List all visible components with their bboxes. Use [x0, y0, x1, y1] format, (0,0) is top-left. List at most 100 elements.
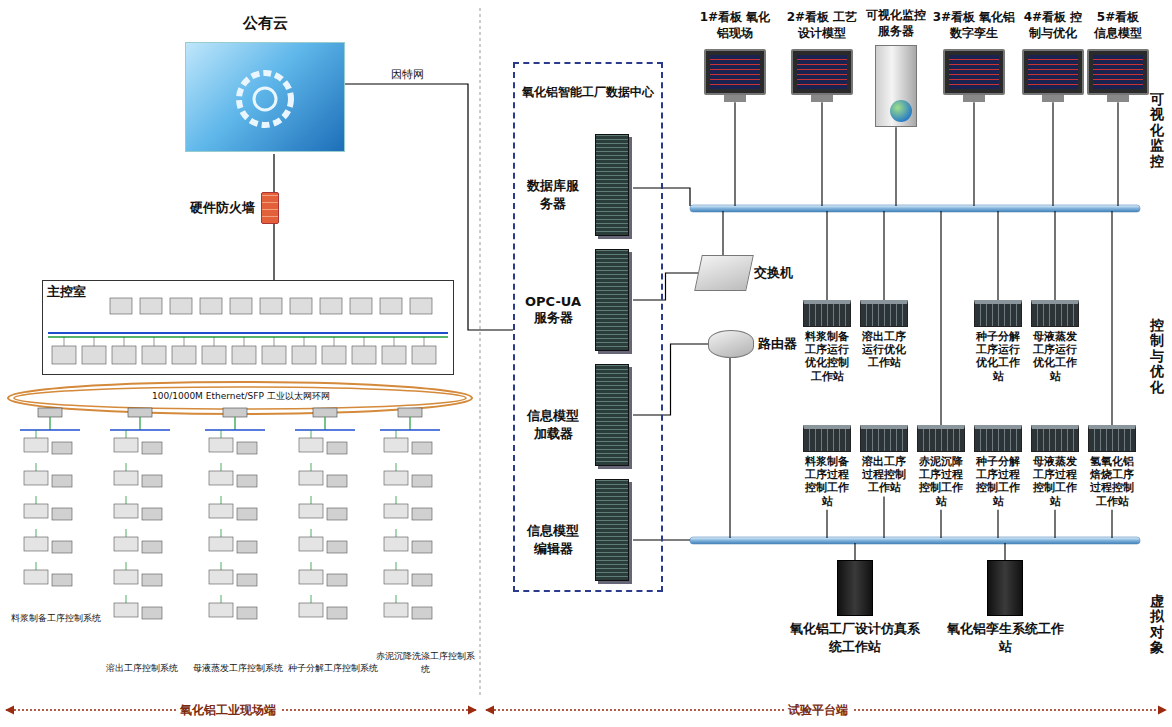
field-wire — [311, 595, 312, 603]
screen-content — [949, 55, 999, 89]
device-box — [410, 298, 432, 314]
workstation-label: 溶出工序运行优化工作站 — [857, 330, 911, 370]
device-wire — [424, 337, 425, 346]
ws-node: 料浆制备工序过程控制工作站 — [800, 425, 854, 508]
device-box — [202, 346, 226, 364]
field-bus — [205, 429, 265, 431]
workstation-label: 料浆制备工序过程控制工作站 — [800, 455, 854, 508]
io-rack — [384, 504, 408, 518]
cloud-image — [185, 42, 345, 152]
device-wire — [64, 337, 65, 346]
ws-node: 种子分解工序运行优化工作站 — [971, 300, 1025, 383]
system-label: 溶出工序控制系统 — [92, 662, 192, 675]
field-wire — [221, 529, 222, 537]
field-bus — [295, 429, 355, 431]
system-label: 母液蒸发工序控制系统 — [188, 662, 288, 675]
io-rack — [412, 574, 432, 586]
device-box — [200, 298, 222, 314]
ws-node: 料浆制备工序运行优化控制工作站 — [800, 300, 854, 383]
device-box — [412, 346, 436, 364]
bus-drop — [854, 543, 855, 560]
bus-drop — [1117, 102, 1118, 206]
io-rack — [52, 475, 72, 487]
workstation-icon — [974, 300, 1022, 327]
field-wire — [409, 417, 410, 430]
device-box — [320, 298, 342, 314]
bus-drop — [1054, 510, 1055, 538]
field-wire — [126, 496, 127, 504]
ws-node: 氢氧化铝焙烧工序过程控制工作站 — [1085, 425, 1139, 508]
bus-drop — [1111, 510, 1112, 538]
pc-node: 氧化铝孪生系统工作站 — [945, 560, 1065, 656]
io-rack — [142, 607, 162, 619]
firewall-icon — [261, 192, 279, 224]
server-label: 可视化监控服务器 — [866, 8, 926, 39]
device-box — [232, 346, 256, 364]
board-label: 5#看板 信息模型 — [1090, 10, 1146, 41]
connector — [633, 273, 698, 300]
bus-drop — [826, 510, 827, 538]
io-rack — [209, 537, 233, 551]
workstation-label: 母液蒸发工序运行优化工作站 — [1028, 330, 1082, 383]
field-wire — [49, 417, 50, 430]
edge-label: 因特网 — [389, 67, 426, 82]
switch-icon — [694, 255, 754, 291]
field-wire — [36, 430, 37, 438]
io-rack — [412, 442, 432, 454]
server-rack — [595, 364, 629, 466]
workstation-label: 种子分解工序运行优化工作站 — [971, 330, 1025, 383]
device-wire — [274, 337, 275, 346]
workstation-label: 氧化铝孪生系统工作站 — [945, 620, 1065, 656]
monitor-screen — [704, 49, 766, 95]
device-wire — [334, 337, 335, 346]
srv-node: 数据库服务器 — [523, 134, 633, 236]
device-wire — [124, 337, 125, 346]
io-rack — [237, 508, 257, 520]
bus-drop — [973, 102, 974, 206]
side-label: 控制与优化 — [1150, 318, 1164, 395]
board-label: 3#看板 氧化铝数字孪生 — [932, 10, 1016, 41]
connector — [273, 224, 274, 280]
io-rack — [237, 574, 257, 586]
io-rack — [209, 603, 233, 617]
mon-node: 1#看板 氧化铝现场 — [695, 10, 775, 102]
io-rack — [24, 504, 48, 518]
switch-label: 交换机 — [754, 264, 793, 282]
pc-node: 氧化铝工厂设计仿真系统工作站 — [790, 560, 920, 656]
monitor-screen — [791, 49, 853, 95]
device-box — [322, 346, 346, 364]
vsrv-node: 可视化监控服务器 — [866, 8, 926, 127]
monitor-screen — [943, 49, 1005, 95]
field-wire — [221, 595, 222, 603]
io-rack — [114, 438, 138, 452]
ring-network — [14, 387, 466, 409]
server-tower — [875, 45, 917, 127]
connector — [273, 154, 274, 192]
workstation-icon — [917, 425, 965, 452]
ring-switch — [398, 408, 422, 417]
device-box — [170, 298, 192, 314]
io-rack — [114, 537, 138, 551]
cloud-node: 公有云 — [185, 14, 345, 154]
io-rack — [209, 471, 233, 485]
server-rack — [595, 479, 629, 581]
workstation-icon — [860, 300, 908, 327]
field-wire — [36, 529, 37, 537]
bus-drop — [895, 127, 896, 206]
bus-drop — [729, 357, 730, 538]
device-wire — [154, 337, 155, 346]
io-rack — [142, 475, 162, 487]
server-label: 信息模型加载器 — [523, 407, 583, 443]
bus-drop — [883, 497, 884, 538]
dc-node: 氧化铝智能工厂数据中心数据库服务器OPC-UA 服务器信息模型加载器信息模型编辑… — [513, 62, 663, 592]
divider — [480, 8, 481, 698]
sw-node: 交换机 — [698, 255, 798, 291]
field-wire — [396, 430, 397, 438]
mon-node: 4#看板 控制与优化 — [1020, 10, 1086, 102]
connector — [633, 344, 708, 415]
monitor-stand — [963, 95, 985, 102]
field-wire — [311, 430, 312, 438]
field-wire — [396, 562, 397, 570]
globe-icon — [890, 100, 912, 122]
workstation-label: 母液蒸发工序过程控制工作站 — [1028, 455, 1082, 508]
